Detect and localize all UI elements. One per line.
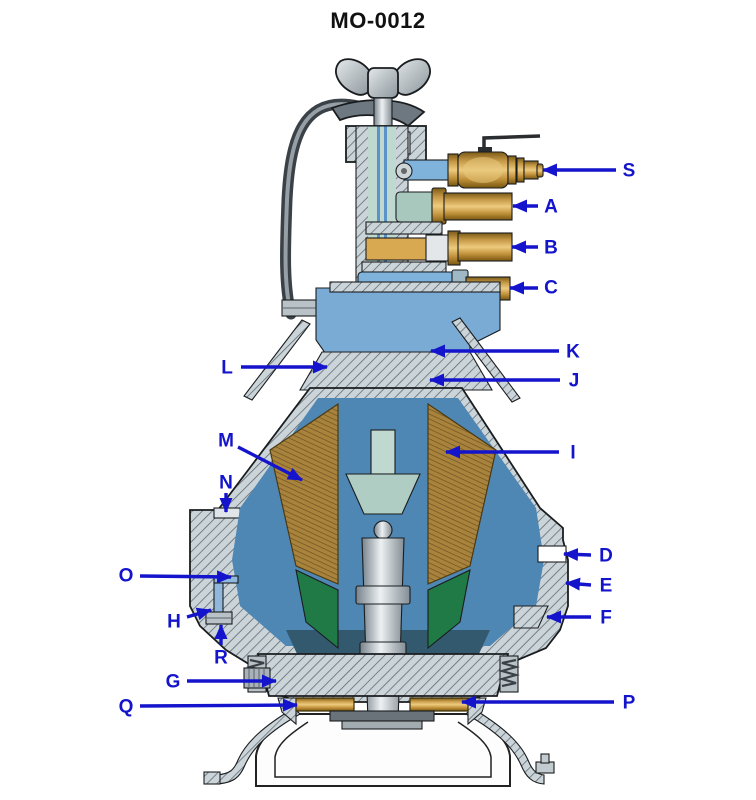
wear-liner-left	[295, 569, 339, 650]
callout-C-label: C	[544, 278, 558, 299]
callout-R: R	[214, 624, 228, 669]
callout-N: N	[219, 473, 233, 513]
callout-S: S	[542, 161, 636, 182]
callout-P: P	[461, 693, 636, 714]
callout-H-label: H	[167, 612, 181, 633]
callout-R-label: R	[214, 648, 228, 669]
wing-nut	[335, 58, 431, 131]
callout-K-label: K	[566, 342, 580, 363]
callout-L-label: L	[221, 358, 233, 379]
frame-base	[203, 707, 555, 787]
callout-N-label: N	[219, 473, 233, 494]
callout-B: B	[511, 238, 558, 259]
paring-chamber	[315, 281, 501, 361]
knurled-plug	[243, 667, 271, 689]
callouts: S A B C K J I D	[119, 161, 636, 718]
frame-lip	[513, 605, 549, 629]
callout-G-label: G	[166, 672, 181, 693]
callout-G: G	[166, 672, 277, 693]
callout-O: O	[119, 566, 232, 587]
outlet-pipe-b	[365, 230, 513, 266]
callout-E-label: E	[600, 576, 613, 597]
callout-M-label: M	[218, 431, 234, 452]
pipe-flange-lower	[361, 261, 447, 273]
foot-band-right	[465, 707, 545, 785]
foot-pad-left	[203, 771, 221, 785]
callout-J: J	[429, 371, 580, 392]
callout-E: E	[565, 576, 613, 597]
callout-F: F	[546, 608, 612, 629]
callout-F-label: F	[600, 608, 612, 629]
callout-M: M	[218, 431, 303, 482]
machine-cutaway	[189, 58, 569, 787]
hood-strut-left	[243, 319, 311, 401]
figure-title: MO-0012	[330, 8, 426, 33]
distributor-cone	[345, 473, 421, 515]
callout-I: I	[445, 443, 576, 464]
foot-bolt	[535, 761, 555, 774]
callout-P-label: P	[623, 693, 636, 714]
friction-pad-left	[295, 697, 355, 712]
callout-D: D	[563, 546, 613, 567]
inlet-valve	[395, 134, 544, 189]
bowl-hood	[299, 351, 493, 391]
drain-port	[537, 545, 567, 563]
wear-liner-right	[427, 569, 471, 650]
pipe-flange-upper	[365, 221, 443, 235]
callout-B-label: B	[544, 238, 558, 259]
buffer-spring-right	[497, 655, 521, 693]
callout-Q: Q	[119, 697, 298, 718]
callout-A: A	[512, 197, 558, 218]
callout-O-label: O	[119, 566, 134, 587]
outlet-pipe-a	[395, 187, 513, 225]
callout-K: K	[430, 342, 580, 363]
callout-L: L	[221, 358, 328, 379]
callout-S-label: S	[623, 161, 636, 182]
callout-J-label: J	[569, 371, 580, 392]
disc-stack-left	[269, 402, 339, 585]
callout-A-label: A	[544, 197, 558, 218]
callout-H: H	[167, 607, 212, 633]
bearing-housing	[256, 653, 510, 697]
callout-Q-label: Q	[119, 697, 134, 718]
callout-C: C	[509, 278, 558, 299]
callout-I-label: I	[570, 443, 575, 464]
callout-D-label: D	[599, 546, 613, 567]
valve-handle	[482, 134, 541, 150]
friction-pad-right	[409, 697, 469, 712]
